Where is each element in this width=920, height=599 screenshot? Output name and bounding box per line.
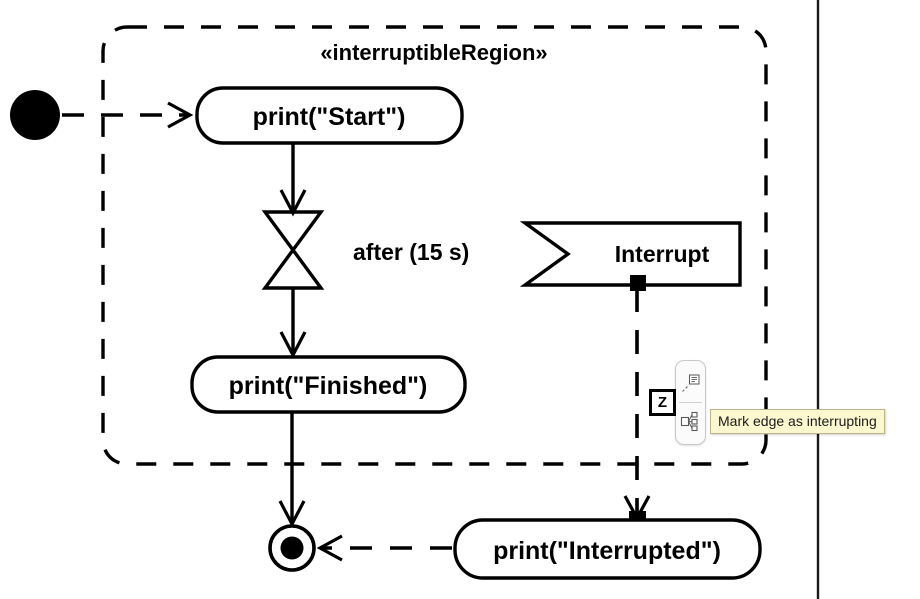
hierarchy-icon <box>680 411 698 432</box>
action-node-print-start[interactable]: print("Start") <box>195 86 464 145</box>
activity-final-node[interactable] <box>268 524 316 572</box>
initial-node[interactable] <box>10 90 60 140</box>
action-node-print-finished-label: print("Finished") <box>229 372 428 400</box>
accept-signal-node-interrupt[interactable]: Interrupt <box>519 221 742 287</box>
mark-edge-interrupting-button[interactable] <box>677 403 704 440</box>
action-node-print-start-label: print("Start") <box>253 103 406 131</box>
edge-guard-label-after: after (15 s) <box>353 239 469 265</box>
add-comment-button[interactable] <box>677 365 704 402</box>
edge-start-to-time-event[interactable] <box>279 143 307 217</box>
edge-interrupted-to-final[interactable] <box>316 534 452 562</box>
note-icon <box>682 374 700 392</box>
interruptible-region-border[interactable] <box>101 25 768 466</box>
edge-finished-to-final[interactable] <box>278 412 306 528</box>
region-stereotype-label: «interruptibleRegion» <box>320 40 547 65</box>
edge-popup-toolbar[interactable] <box>675 360 706 445</box>
edge-initial-to-start[interactable] <box>62 101 194 129</box>
action-node-print-finished[interactable]: print("Finished") <box>190 355 467 414</box>
action-node-print-interrupted-label: print("Interrupted") <box>493 537 721 565</box>
action-node-print-interrupted[interactable]: print("Interrupted") <box>453 518 762 580</box>
toolbar-separator <box>679 402 702 403</box>
accept-signal-node-interrupt-label: Interrupt <box>615 241 710 267</box>
tooltip: Mark edge as interrupting <box>710 409 885 434</box>
edge-time-event-to-finished[interactable] <box>279 288 307 359</box>
shortcut-badge-z: Z <box>649 389 676 416</box>
edge-interrupt-to-interrupted[interactable] <box>623 275 651 528</box>
time-event-node[interactable] <box>261 210 325 290</box>
interrupting-edge-source-handle[interactable] <box>630 275 646 291</box>
